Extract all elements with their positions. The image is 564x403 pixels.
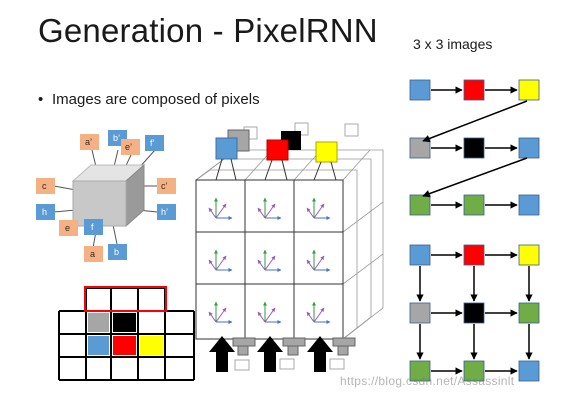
grid2-pixel — [518, 360, 540, 382]
label-c: c — [42, 181, 47, 191]
cube-label-boxes: a’ b’ e’ f’ c c’ h h’ e f a b — [36, 130, 176, 262]
grid1-pixel — [518, 194, 540, 216]
slide-title: Generation - PixelRNN — [38, 12, 378, 49]
grid2-pixel — [518, 244, 540, 266]
grid2-pixel — [409, 244, 431, 266]
label-e: e — [65, 223, 70, 233]
pixelrnn-3d-grid — [195, 122, 384, 372]
dependency-grid — [409, 244, 540, 382]
grid1-pixel — [463, 79, 485, 101]
label-c-prime: c’ — [161, 181, 168, 191]
output-pixel-red — [266, 139, 289, 161]
grid2-pixel — [409, 360, 431, 382]
grid1-pixel — [518, 137, 540, 159]
grid-caption: 3 x 3 images — [413, 36, 493, 52]
input-arrows — [209, 336, 333, 372]
label-a: a — [90, 249, 95, 259]
grid1-pixel — [518, 79, 540, 101]
pixel-grid-small — [58, 286, 195, 381]
grid2-pixel — [409, 302, 431, 324]
bullet-point: • Images are composed of pixels — [38, 91, 260, 108]
label-a-prime: a’ — [85, 137, 92, 147]
grid1-pixel — [409, 79, 431, 101]
cell-axes — [208, 197, 331, 324]
grid2-pixel — [463, 360, 485, 382]
grid1-pixel — [463, 194, 485, 216]
generation-order-grid — [409, 79, 540, 216]
label-h-prime: h’ — [161, 207, 168, 217]
grid2-pixel — [463, 302, 485, 324]
label-b: b — [114, 247, 119, 257]
grid2-pixel — [518, 302, 540, 324]
output-pixel-yellow — [315, 141, 338, 163]
lstm-cell-cube: a’ b’ e’ f’ c c’ h h’ e f a b — [36, 130, 176, 262]
label-e-prime: e’ — [125, 142, 132, 152]
grid2-pixel — [463, 244, 485, 266]
watermark: https://blog.csdn.net/Assassinlt — [340, 374, 515, 388]
label-f-prime: f’ — [150, 138, 155, 148]
grid1-pixel — [463, 137, 485, 159]
label-f: f — [91, 222, 94, 232]
label-h: h — [42, 207, 47, 217]
grid1-pixel — [409, 137, 431, 159]
label-b-prime: b’ — [113, 133, 120, 143]
bullet-text: Images are composed of pixels — [52, 91, 260, 108]
output-pixel-blue — [215, 137, 238, 160]
bullet-dot-icon: • — [38, 91, 44, 108]
grid1-pixel — [409, 194, 431, 216]
